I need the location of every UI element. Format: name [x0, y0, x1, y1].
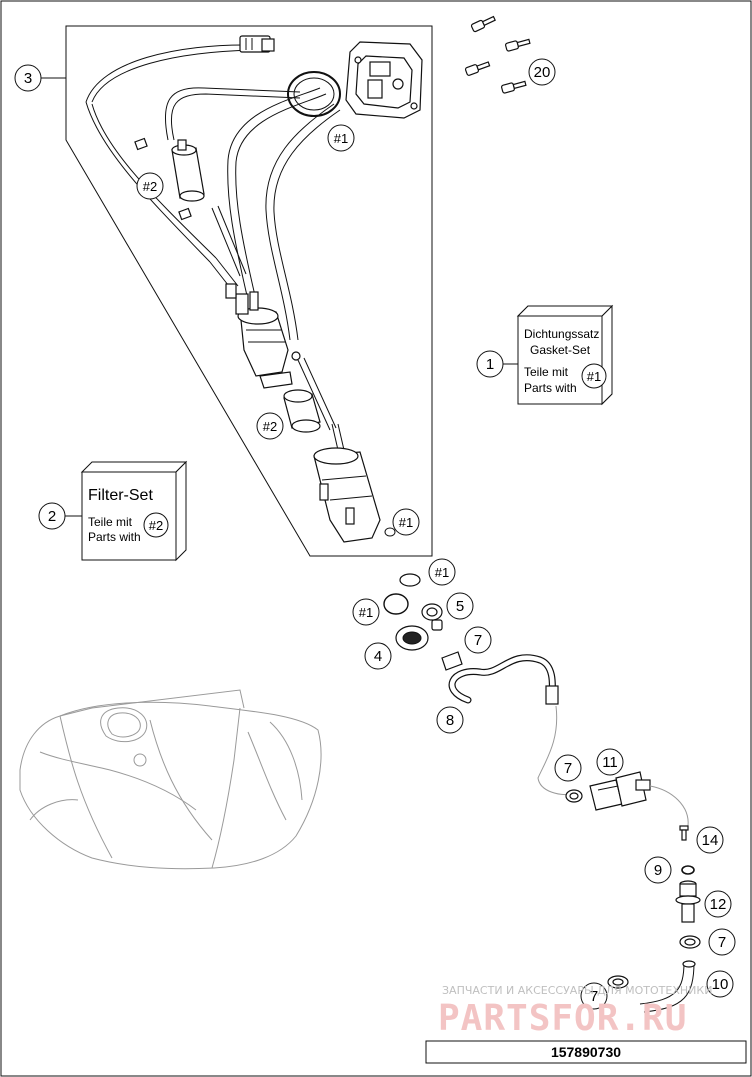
fuel-pump-assembly-outline	[65, 25, 433, 557]
ref-1-o-ring-large: #1	[352, 598, 380, 626]
pre-filter-strainer	[283, 389, 321, 433]
clamp-7c	[679, 935, 701, 949]
watermark-brand: PARTSFOR.RU	[438, 998, 687, 1039]
callout-8: 8	[436, 706, 464, 734]
svg-text:5: 5	[456, 598, 464, 615]
pump-flange	[345, 41, 423, 119]
callout-5: 5	[446, 592, 474, 620]
fuel-tank-ghost	[19, 689, 322, 870]
callout-10: 10	[706, 970, 734, 998]
filter-set-ref: #2	[149, 518, 163, 533]
fitting-12	[675, 880, 701, 923]
filter-set-box: Filter-Set Teile mit Parts with #2	[80, 460, 188, 562]
callout-1: 1	[476, 350, 518, 378]
callout-2: 2	[38, 502, 82, 530]
o-ring-small-1	[399, 573, 421, 587]
svg-text:#1: #1	[435, 565, 449, 580]
grommet-4	[395, 625, 429, 651]
hose-8	[448, 654, 559, 705]
hose-route-2	[649, 785, 689, 827]
svg-text:1: 1	[486, 356, 494, 373]
svg-text:#1: #1	[334, 131, 348, 146]
gasket-set-ref: #1	[587, 369, 601, 384]
pump-housing	[313, 423, 381, 543]
drawing-id-box	[425, 1040, 747, 1064]
callout-3: 3	[14, 64, 66, 92]
filter-set-parts-en: Parts with	[88, 530, 141, 544]
svg-text:3: 3	[24, 70, 32, 87]
svg-text:#2: #2	[263, 419, 277, 434]
pin-14	[679, 825, 689, 841]
svg-text:9: 9	[654, 862, 662, 879]
ref-2-filter: #2	[136, 172, 164, 200]
callout-7c: 7	[708, 928, 736, 956]
svg-text:7: 7	[590, 988, 598, 1005]
gasket-set-title-en: Gasket-Set	[530, 343, 591, 357]
callout-7b: 7	[554, 754, 582, 782]
svg-text:11: 11	[602, 754, 618, 771]
ref-2-strainer: #2	[256, 412, 284, 440]
hose-route-1	[537, 705, 573, 795]
gasket-set-parts-de: Teile mit	[524, 365, 569, 379]
gasket-set-title-de: Dichtungssatz	[524, 327, 599, 341]
small-o-ring	[384, 527, 396, 537]
svg-text:4: 4	[374, 648, 382, 665]
flange-o-ring-inner	[293, 77, 335, 111]
callout-9: 9	[644, 856, 672, 884]
callout-14: 14	[696, 826, 724, 854]
callout-11: 11	[596, 748, 624, 776]
callout-7a: 7	[464, 626, 492, 654]
callout-4: 4	[364, 642, 392, 670]
filter-set-parts-de: Teile mit	[88, 515, 133, 529]
svg-text:10: 10	[712, 976, 729, 993]
svg-text:14: 14	[702, 832, 719, 849]
svg-text:#1: #1	[399, 515, 413, 530]
svg-text:#2: #2	[143, 179, 157, 194]
svg-text:#1: #1	[359, 605, 373, 620]
o-ring-9	[681, 865, 695, 875]
svg-text:7: 7	[564, 760, 572, 777]
pump-hoses	[164, 87, 341, 431]
gasket-set-parts-en: Parts with	[524, 381, 577, 395]
screws-20	[464, 15, 531, 94]
fuel-pump-body	[225, 283, 301, 389]
gasket-set-box: Dichtungssatz Gasket-Set Teile mit Parts…	[516, 304, 614, 406]
clamp-7a	[441, 651, 463, 671]
svg-text:7: 7	[474, 632, 482, 649]
clamp-7d	[607, 975, 629, 989]
callout-7d: 7	[580, 982, 608, 1010]
drawing-id: 157890730	[551, 1044, 621, 1060]
quick-connector-11	[589, 771, 651, 811]
nipple-5	[421, 603, 443, 631]
fuel-filter	[134, 137, 205, 221]
hose-10	[639, 960, 696, 1013]
svg-text:2: 2	[48, 508, 56, 525]
svg-text:7: 7	[718, 934, 726, 951]
callout-20: 20	[528, 58, 556, 86]
flange-o-ring	[287, 71, 341, 117]
ref-1-o-ring-small: #1	[428, 558, 456, 586]
pump-wiring	[85, 35, 275, 291]
callout-12: 12	[704, 890, 732, 918]
o-ring-large-1	[383, 593, 409, 615]
ref-1-flange: #1	[327, 124, 355, 152]
svg-text:20: 20	[534, 64, 551, 81]
svg-text:8: 8	[446, 712, 454, 729]
filter-set-title: Filter-Set	[88, 487, 153, 504]
svg-text:12: 12	[710, 896, 727, 913]
watermark-tagline: ЗАПЧАСТИ И АКСЕССУАРЫ ДЛЯ МОТОТЕХНИКИ	[442, 984, 712, 997]
clamp-7b	[565, 789, 583, 803]
ref-1-housing: #1	[392, 508, 420, 536]
